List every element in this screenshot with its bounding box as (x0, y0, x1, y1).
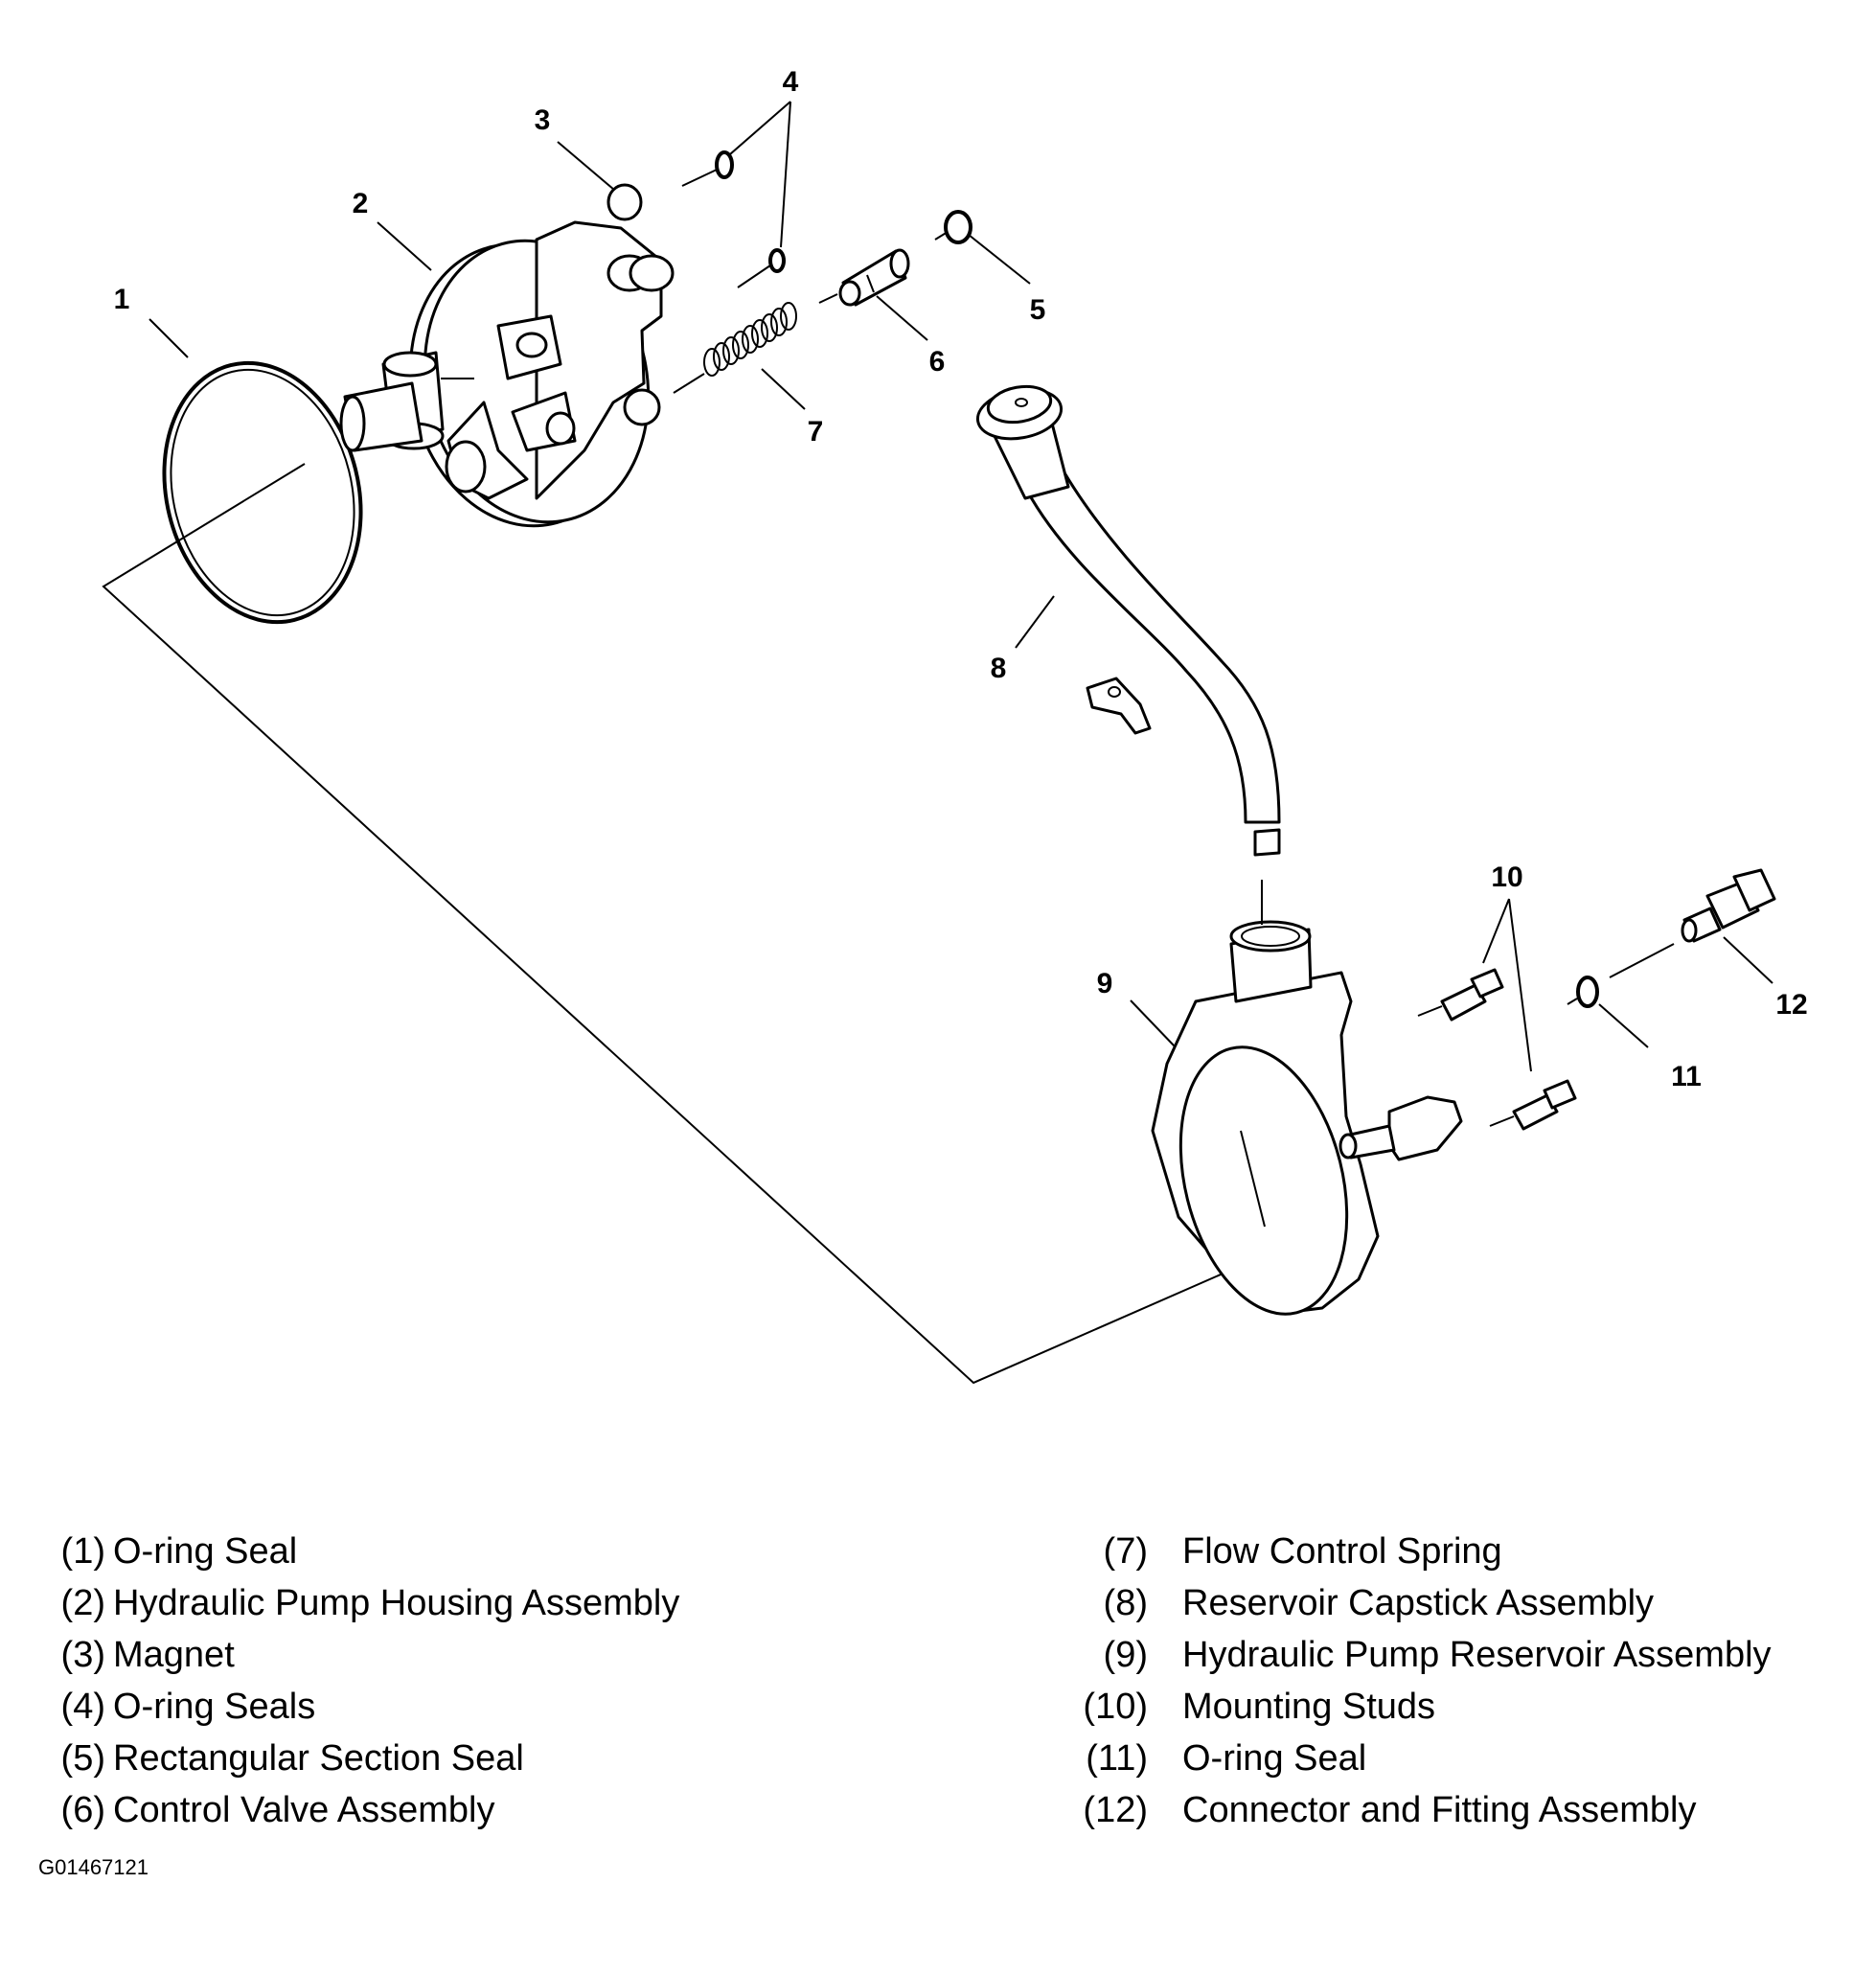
legend-number: (1) (60, 1531, 105, 1572)
legend-label: Control Valve Assembly (113, 1790, 495, 1830)
callout-11: 11 (1671, 1061, 1702, 1092)
legend-number: (7) (1103, 1531, 1148, 1572)
callout-8: 8 (991, 653, 1007, 684)
legend-number: (9) (1103, 1635, 1148, 1675)
callout-4: 4 (783, 66, 799, 98)
legend-item: (3)Magnet (29, 1629, 235, 1681)
legend-number: (2) (60, 1583, 105, 1623)
magnet (606, 183, 643, 221)
callout-12: 12 (1775, 989, 1807, 1021)
leader-lines (149, 101, 1773, 1072)
legend-item: (8) Reservoir Capstick Assembly (1071, 1577, 1655, 1629)
legend-number: (12) (1083, 1790, 1148, 1830)
figure-code: G01467121 (38, 1855, 149, 1879)
legend-item: (9) Hydraulic Pump Reservoir Assembly (1071, 1629, 1772, 1681)
legend-label: Rectangular Section Seal (113, 1738, 524, 1779)
rectangular-section-seal (944, 210, 972, 244)
legend-label: O-ring Seals (113, 1687, 316, 1727)
legend-label: Reservoir Capstick Assembly (1182, 1583, 1655, 1623)
legend-label: Flow Control Spring (1182, 1531, 1502, 1572)
legend-item: (11) O-ring Seal (1071, 1733, 1366, 1784)
callout-1: 1 (114, 284, 130, 315)
legend-item: (7) Flow Control Spring (1071, 1526, 1502, 1577)
legend-number: (11) (1086, 1738, 1148, 1779)
legend-number: (4) (60, 1687, 105, 1727)
callout-10: 10 (1491, 861, 1522, 893)
legend-label: Connector and Fitting Assembly (1182, 1790, 1697, 1830)
pump-housing (339, 220, 675, 528)
legend-item: (12) Connector and Fitting Assembly (1071, 1784, 1696, 1836)
callout-3: 3 (535, 104, 551, 136)
connector-fitting (1681, 868, 1776, 943)
mounting-studs (1417, 968, 1577, 1131)
legend-item: (1)O-ring Seal (29, 1526, 298, 1577)
legend-item: (6)Control Valve Assembly (29, 1784, 495, 1836)
assembly-guide-line (102, 463, 1283, 1385)
legend-label: O-ring Seal (1182, 1738, 1367, 1779)
legend-left-column: (1)O-ring Seal (2)Hydraulic Pump Housing… (29, 1526, 680, 1836)
pump-reservoir (1151, 880, 1463, 1316)
legend-item: (2)Hydraulic Pump Housing Assembly (29, 1577, 680, 1629)
o-ring-seals-4 (681, 150, 786, 288)
legend-item: (4)O-ring Seals (29, 1681, 316, 1733)
callout-2: 2 (353, 188, 369, 219)
control-valve (818, 248, 910, 307)
legend-number: (5) (60, 1738, 105, 1779)
o-ring-seal-11 (1576, 976, 1599, 1008)
legend-label: Magnet (113, 1635, 235, 1675)
callout-7: 7 (808, 416, 824, 448)
legend-number: (3) (60, 1635, 105, 1675)
legend-label: Hydraulic Pump Housing Assembly (113, 1583, 680, 1623)
flow-control-spring (673, 302, 797, 394)
legend-item: (10) Mounting Studs (1071, 1681, 1435, 1733)
reservoir-capstick (975, 384, 1281, 857)
legend-right-column: (7) Flow Control Spring (8) Reservoir Caps… (1071, 1526, 1772, 1836)
legend-number: (8) (1103, 1583, 1148, 1623)
legend-number: (10) (1083, 1687, 1148, 1727)
legend-label: Hydraulic Pump Reservoir Assembly (1182, 1635, 1772, 1675)
legend-number: (6) (60, 1790, 105, 1830)
legend-label: Mounting Studs (1182, 1687, 1436, 1727)
callout-6: 6 (929, 346, 946, 378)
legend-item: (5)Rectangular Section Seal (29, 1733, 524, 1784)
callout-5: 5 (1030, 294, 1046, 326)
o-ring-seal-1 (162, 360, 363, 625)
legend-label: O-ring Seal (113, 1531, 298, 1572)
callout-9: 9 (1097, 968, 1113, 999)
